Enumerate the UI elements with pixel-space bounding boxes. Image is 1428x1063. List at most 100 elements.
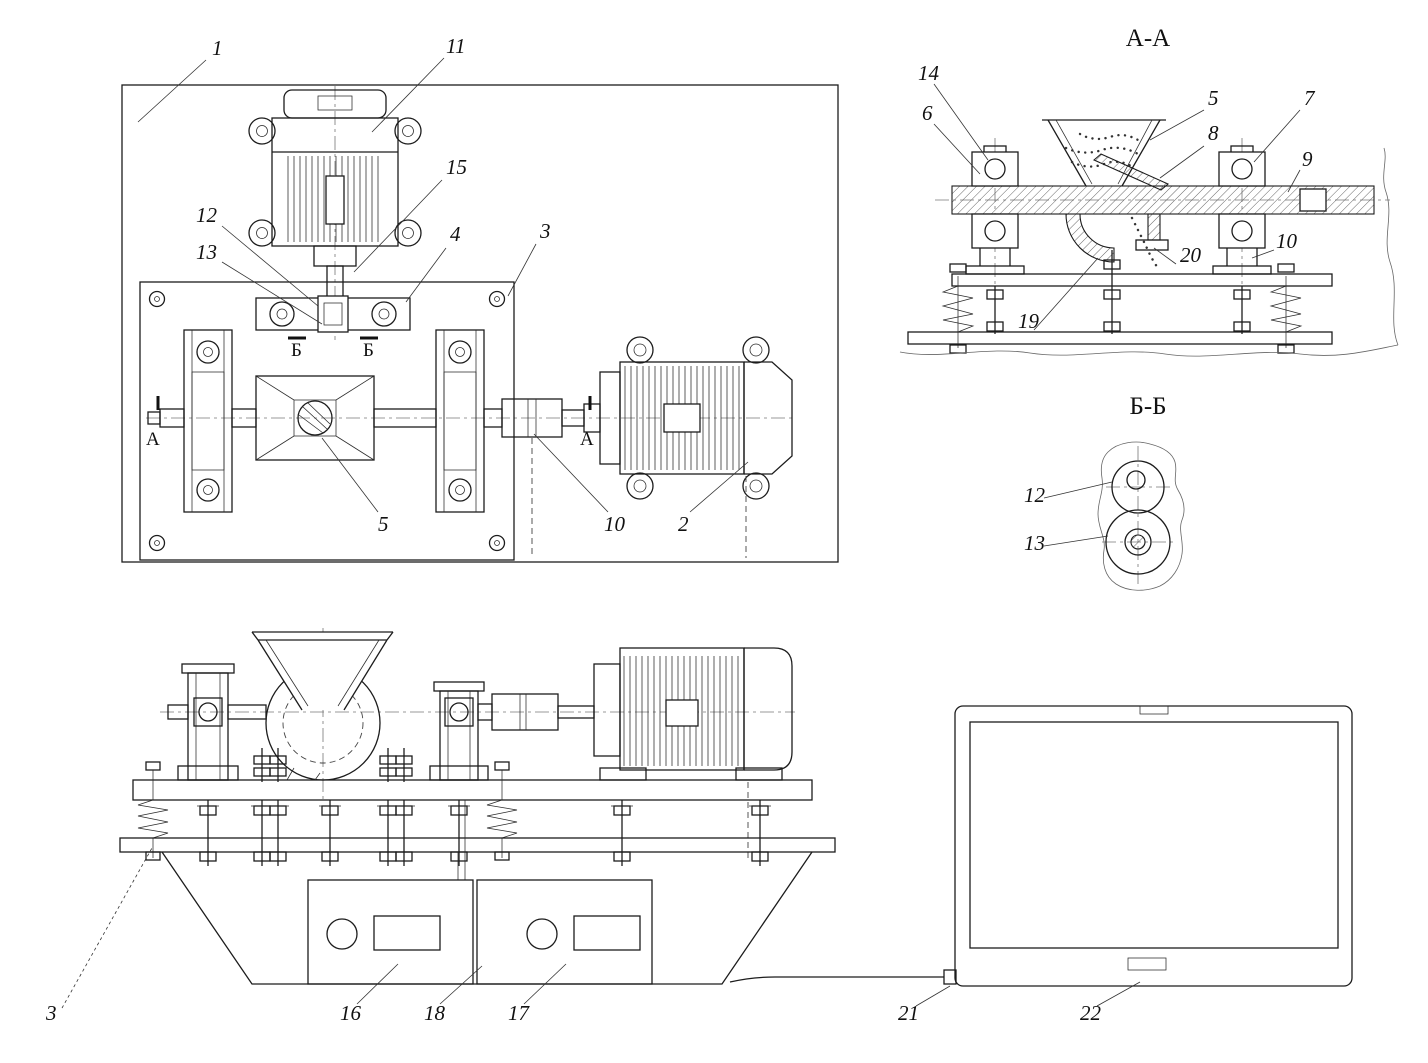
- section-aa-title: А-А: [1126, 25, 1170, 52]
- label-16: 16: [340, 1001, 362, 1025]
- label-14: 14: [918, 61, 940, 85]
- cut-mark-b-left: Б: [291, 340, 302, 361]
- label-9: 9: [1302, 147, 1313, 171]
- label-8: 8: [1208, 121, 1219, 145]
- label-18: 18: [424, 1001, 446, 1025]
- leader-12: [221, 225, 319, 307]
- leader-11: [371, 57, 445, 133]
- bearing-stand-left-plan: [183, 329, 233, 513]
- label-5: 5: [378, 512, 389, 536]
- frame-plate-1: [121, 84, 839, 563]
- label-12-bb: 12: [1024, 483, 1046, 507]
- label-13: 13: [196, 240, 217, 264]
- machine-base: [119, 800, 836, 985]
- control-box-16: [307, 879, 474, 985]
- bolt-stud-top: [379, 747, 397, 783]
- bolt-stud-top: [395, 747, 413, 783]
- label-21: 21: [898, 1001, 919, 1025]
- shaft-front: [167, 693, 595, 731]
- shaft-plan: [147, 398, 585, 558]
- control-box-17: [476, 879, 653, 985]
- section-bb-title: Б-Б: [1129, 393, 1166, 420]
- laptop-22: [954, 705, 1353, 987]
- cable-connector: [943, 969, 957, 985]
- bolt-stud: [1103, 285, 1121, 335]
- drive-motor-2-front: [593, 647, 793, 858]
- label-6: 6: [922, 101, 933, 125]
- control-knob[interactable]: [326, 918, 358, 950]
- bolt-stud: [392, 799, 416, 867]
- cut-mark-a-left: А: [146, 429, 160, 450]
- bearing-stand-left-front: [177, 663, 239, 781]
- bolt-stud: [986, 285, 1004, 335]
- screen-8: [1092, 153, 1170, 191]
- hopper-5-section: [1042, 119, 1170, 191]
- label-13-bb: 13: [1024, 531, 1045, 555]
- bb-labels: 12 13: [1024, 481, 1113, 555]
- leader-15: [353, 179, 443, 273]
- leader-1: [137, 59, 207, 123]
- control-knob[interactable]: [526, 918, 558, 950]
- label-20: 20: [1180, 243, 1202, 267]
- laptop-screen[interactable]: [969, 721, 1339, 949]
- aa-labels: 14 6 5 8 7 9 10 20 19: [918, 61, 1316, 333]
- bearing-stand-right-plan: [435, 329, 485, 513]
- aa-platform-base: [907, 250, 1333, 354]
- display-panel: [373, 915, 441, 951]
- bolt-stud-top: [253, 747, 271, 783]
- label-11: 11: [446, 34, 465, 58]
- leader-2: [689, 461, 749, 513]
- leader-5: [321, 437, 379, 513]
- break-boundary: [1097, 441, 1185, 591]
- leader-4: [405, 247, 447, 303]
- cable-21: [729, 976, 944, 983]
- label-19: 19: [1018, 309, 1040, 333]
- bolt-stud: [447, 799, 471, 867]
- break-line: [899, 344, 1399, 357]
- cam-12: [1111, 460, 1165, 514]
- chute-19: [1065, 213, 1169, 270]
- label-22: 22: [1080, 1001, 1102, 1025]
- bolt-stud: [1233, 285, 1251, 335]
- bolt-stud: [610, 799, 634, 867]
- sub-plate-3: [139, 281, 515, 561]
- bolt-stud: [196, 799, 220, 867]
- plan-view: 1 11 15 12 13 4 3 Б Б А А 5 10 2: [121, 34, 839, 563]
- bolt-stud: [266, 799, 290, 867]
- label-15: 15: [446, 155, 467, 179]
- laptop-button[interactable]: [1127, 957, 1167, 971]
- webcam-notch: [1139, 705, 1169, 715]
- bearing-unit-right-7: [1212, 145, 1272, 275]
- label-4: 4: [450, 222, 461, 246]
- bolt-stud: [748, 799, 772, 867]
- leader-10: [533, 433, 609, 513]
- label-10-aa: 10: [1276, 229, 1298, 253]
- front-labels: 3 16 18 17 21 22: [45, 847, 1141, 1025]
- leader-13: [221, 261, 323, 325]
- hopper-chamber-front: [251, 631, 394, 781]
- outlet-wall-20: [1147, 213, 1161, 241]
- label-17: 17: [508, 1001, 531, 1025]
- plan-labels: 1 11 15 12 13 4 3 Б Б А А 5 10 2: [137, 34, 749, 536]
- cut-mark-b-right: Б: [363, 340, 374, 361]
- granules: [1064, 146, 1140, 156]
- platform-plate: [132, 779, 813, 801]
- section-bb-view: Б-Б 12 13: [1024, 393, 1185, 591]
- label-10: 10: [604, 512, 626, 536]
- label-5-aa: 5: [1208, 86, 1219, 110]
- label-3: 3: [539, 219, 551, 243]
- break-line: [1383, 147, 1399, 346]
- bracket-4: [255, 295, 411, 340]
- section-aa-view: А-А: [899, 25, 1399, 357]
- label-1: 1: [212, 36, 223, 60]
- coupling-12-13: [317, 295, 349, 333]
- spring-right-3: [486, 761, 518, 861]
- display-panel: [573, 915, 641, 951]
- bolt-stud: [318, 799, 342, 867]
- cut-mark-a-right: А: [580, 429, 594, 450]
- label-7: 7: [1304, 86, 1316, 110]
- elevation-view: 3 16 18 17 21 22: [45, 628, 1353, 1025]
- bearing-stand-right-front: [429, 681, 489, 781]
